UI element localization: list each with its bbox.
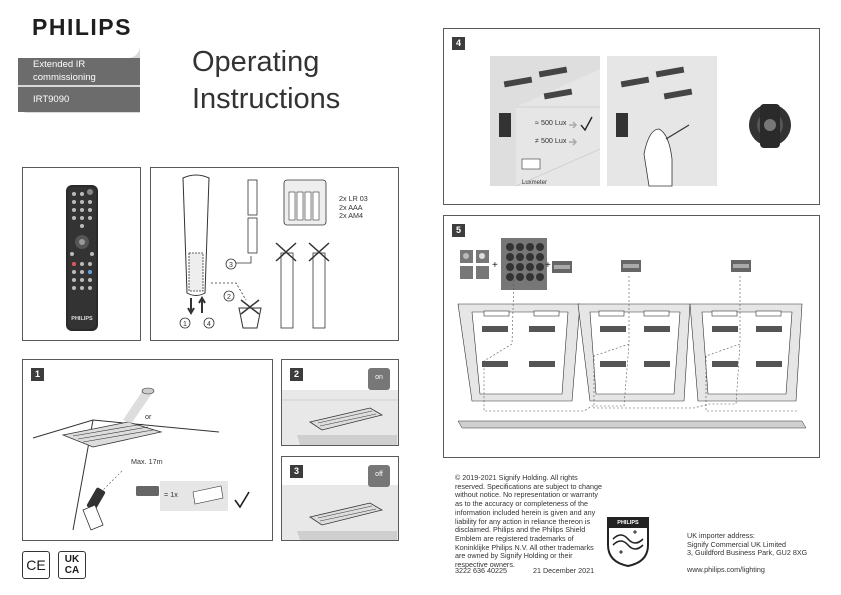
shield-icon [607, 517, 649, 568]
ukca-bottom: CA [64, 565, 80, 576]
step-number: 4 [452, 37, 465, 50]
off-label: off [375, 471, 383, 478]
ce-text: CE [26, 557, 46, 573]
lux-ok-label: ≈ 500 Lux [535, 118, 567, 127]
max-distance-label: Max. 17m [131, 457, 163, 466]
battery-type: 2x AAA [339, 202, 363, 212]
remote-illustration [66, 185, 98, 331]
title-line-1: Operating [192, 46, 320, 78]
step-number: 3 [290, 465, 303, 478]
brand-logo: PHILIPS [32, 14, 132, 40]
ce-mark: CE [22, 551, 50, 579]
doc-date: 21 December 2021 [533, 566, 595, 575]
step-4-illustration [490, 56, 796, 187]
step-1-illustration [32, 387, 250, 531]
step-4-panel: 4 ≈ 500 Lux ≠ 500 Lux Luxmeter [443, 28, 820, 205]
model-bar: IRT9090 [18, 87, 140, 112]
step-2-illustration [282, 390, 398, 445]
step-5-panel: 5 [443, 215, 820, 458]
ukca-top: UK [64, 554, 80, 565]
legal-paragraph: © 2019-2021 Signify Holding. All rights … [455, 473, 603, 570]
remote-panel: PHILIPS [22, 167, 141, 341]
plus-sign: + [545, 260, 551, 271]
model-number: IRT9090 [33, 94, 70, 105]
legal-text: © 2019-2021 Signify Holding. All rights … [455, 473, 605, 570]
step-number: 5 [452, 224, 465, 237]
product-line-2: commissioning [33, 71, 96, 83]
philips-shield-logo: PHILIPS [605, 515, 651, 568]
or-label: or [145, 412, 152, 421]
doc-code: 3222 636 40225 [455, 566, 507, 575]
website-link[interactable]: www.philips.com/lighting [687, 565, 765, 574]
step-5-illustration [457, 238, 807, 429]
uk-importer-address: UK importer address: Signify Commercial … [687, 531, 817, 558]
svg-text:4: 4 [207, 321, 211, 328]
battery-type-list: 2x LR 03 2x AAA 2x AM4 [339, 194, 368, 221]
ukca-mark: UK CA [58, 551, 86, 579]
off-button[interactable] [368, 465, 390, 487]
brand-area [18, 0, 140, 58]
page-title: Operating Instructions [192, 44, 340, 118]
svg-text:3: 3 [229, 262, 233, 269]
shield-brand: PHILIPS [617, 520, 639, 526]
step-number: 2 [290, 368, 303, 381]
svg-text:1: 1 [183, 321, 187, 328]
uk-line: Signify Commercial UK Limited [687, 539, 787, 549]
svg-text:2: 2 [227, 294, 231, 301]
battery-type: 2x AM4 [339, 211, 363, 220]
battery-panel: 1 4 2 3 2x LR 03 2x AAA 2x AM4 [150, 167, 399, 341]
plus-sign: + [492, 260, 498, 271]
product-name: Extended IR commissioning [18, 58, 140, 85]
step-3-panel: 3 off [281, 456, 399, 541]
on-button[interactable] [368, 368, 390, 390]
step-number: 1 [31, 368, 44, 381]
product-line-1: Extended IR [33, 59, 86, 70]
title-line-2: Instructions [192, 83, 341, 115]
on-label: on [375, 374, 383, 381]
uk-line: 3, Guildford Business Park, GU2 8XG [687, 548, 808, 558]
remote-brand: PHILIPS [71, 316, 93, 322]
lux-not-label: ≠ 500 Lux [535, 136, 567, 145]
step-3-illustration [282, 485, 398, 540]
uk-line: UK importer address: [687, 531, 755, 540]
luxmeter-label: Luxmeter [522, 180, 548, 186]
battery-illustration: 1 4 2 3 [179, 174, 330, 329]
step-1-panel: 1 or Max. 17m = 1x [22, 359, 273, 541]
step-2-panel: 2 on [281, 359, 399, 446]
press-count-label: = 1x [164, 490, 178, 499]
battery-type: 2x LR 03 [339, 194, 368, 203]
